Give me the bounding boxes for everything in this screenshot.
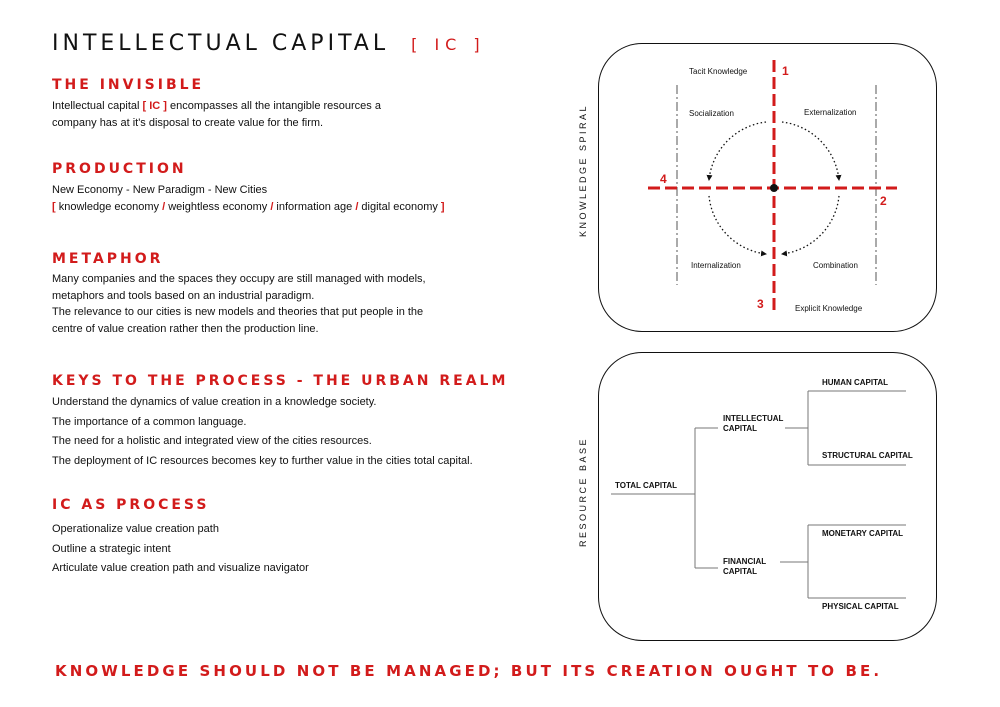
- production-text: New Economy - New Paradigm - New Cities …: [52, 182, 445, 215]
- process-text: Operationalize value creation path Outli…: [52, 520, 309, 579]
- number-3: 3: [757, 297, 764, 311]
- keys-line-1: Understand the dynamics of value creatio…: [52, 396, 377, 408]
- metaphor-text: Many companies and the spaces they occup…: [52, 271, 426, 337]
- invisible-line-1-post: encompasses all the intangible resources…: [166, 100, 381, 112]
- intellectual-capital-label-2: CAPITAL: [723, 424, 757, 433]
- combination-label: Combination: [813, 261, 858, 270]
- process-line-3: Articulate value creation path and visua…: [52, 562, 309, 574]
- production-item-2: weightless economy: [165, 200, 271, 213]
- arc-bottom-left: [708, 195, 767, 257]
- financial-capital-label-1: FINANCIAL: [723, 557, 766, 566]
- process-line-1: Operationalize value creation path: [52, 523, 219, 535]
- internalization-label: Internalization: [691, 261, 741, 270]
- bracket-close: ]: [440, 200, 445, 213]
- number-1: 1: [782, 64, 789, 78]
- slash-3: /: [355, 200, 359, 213]
- keys-line-2: The importance of a common language.: [52, 415, 247, 428]
- resource-base-panel: [598, 352, 937, 641]
- footer-quote: KNOWLEDGE SHOULD NOT BE MANAGED; BUT ITS…: [55, 662, 883, 680]
- keys-line-4: The deployment of IC resources becomes k…: [52, 454, 473, 467]
- invisible-line-1: Intellectual capital [ IC ] encompasses …: [52, 98, 381, 115]
- human-capital-label: HUMAN CAPITAL: [822, 378, 888, 387]
- socialization-label: Socialization: [689, 109, 734, 118]
- invisible-line-1-pre: Intellectual capital: [52, 100, 143, 112]
- number-2: 2: [880, 194, 887, 208]
- production-item-1: knowledge economy: [55, 200, 163, 213]
- heading-production: PRODUCTION: [52, 161, 187, 177]
- title-main: INTELLECTUAL CAPITAL: [52, 31, 390, 56]
- structural-capital-label: STRUCTURAL CAPITAL: [822, 451, 913, 460]
- invisible-line-2: company has at it's disposal to create v…: [52, 116, 324, 129]
- metaphor-line-2: metaphors and tools based on an industri…: [52, 289, 315, 302]
- metaphor-line-1: Many companies and the spaces they occup…: [52, 273, 426, 285]
- explicit-knowledge-label: Explicit Knowledge: [795, 304, 863, 313]
- slash-2: /: [270, 200, 274, 213]
- total-capital-label: TOTAL CAPITAL: [615, 481, 677, 490]
- arc-top-right: [781, 121, 842, 181]
- physical-capital-label: PHYSICAL CAPITAL: [822, 602, 899, 611]
- heading-metaphor: METAPHOR: [52, 251, 164, 267]
- production-item-3: information age: [273, 200, 356, 213]
- financial-capital-label-2: CAPITAL: [723, 567, 757, 576]
- title-tag: [ IC ]: [411, 35, 486, 54]
- invisible-text: Intellectual capital [ IC ] encompasses …: [52, 98, 381, 131]
- production-line-2: [ knowledge economy / weightless economy…: [52, 199, 445, 216]
- keys-line-3: The need for a holistic and integrated v…: [52, 435, 372, 447]
- arc-bottom-right: [781, 195, 840, 257]
- page-title: INTELLECTUAL CAPITAL [ IC ]: [52, 31, 486, 56]
- metaphor-line-3: The relevance to our cities is new model…: [52, 306, 424, 318]
- heading-ic-as-process: IC AS PROCESS: [52, 497, 210, 513]
- monetary-capital-label: MONETARY CAPITAL: [822, 529, 903, 538]
- production-line-1: New Economy - New Paradigm - New Cities: [52, 184, 268, 196]
- externalization-label: Externalization: [804, 108, 856, 117]
- metaphor-line-4: centre of value creation rather then the…: [52, 322, 319, 335]
- production-item-4: digital economy: [358, 200, 441, 213]
- keys-text: Understand the dynamics of value creatio…: [52, 393, 473, 471]
- heading-keys: KEYS TO THE PROCESS - THE URBAN REALM: [52, 373, 509, 389]
- process-line-2: Outline a strategic intent: [52, 542, 171, 555]
- bracket-open: [: [52, 200, 56, 213]
- intellectual-capital-label-1: INTELLECTUAL: [723, 414, 784, 423]
- center-dot: [770, 184, 778, 192]
- slash-1: /: [162, 200, 166, 213]
- number-4: 4: [660, 172, 667, 186]
- tacit-knowledge-label: Tacit Knowledge: [689, 67, 748, 76]
- heading-the-invisible: THE INVISIBLE: [52, 77, 205, 93]
- invisible-ic-tag: [ IC ]: [142, 100, 167, 112]
- arc-top-left: [706, 121, 767, 181]
